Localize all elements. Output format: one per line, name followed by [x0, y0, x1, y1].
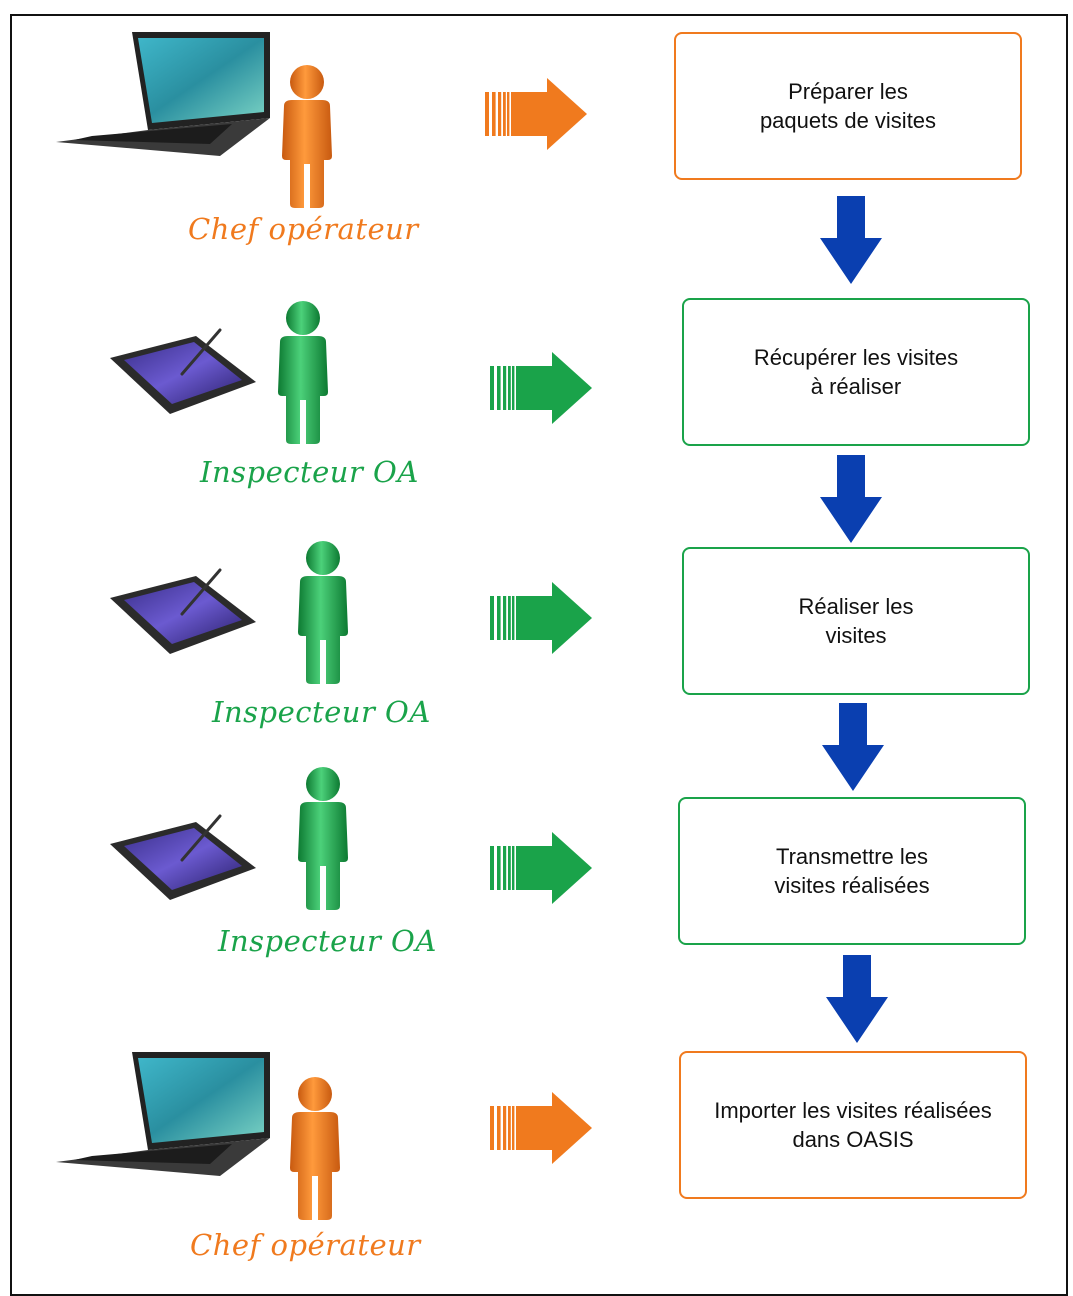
role-label: Inspecteur OA [218, 924, 437, 958]
person-icon [280, 1076, 350, 1224]
person-icon [288, 766, 358, 914]
right-arrow-icon [490, 1092, 594, 1168]
step-label: Récupérer les visites à réaliser [753, 345, 959, 399]
down-arrow-icon [822, 703, 884, 795]
right-arrow-icon [490, 352, 594, 428]
step-box: Préparer les paquets de visites [674, 32, 1022, 180]
step-box: Transmettre les visites réalisées [678, 797, 1026, 945]
down-arrow-icon [826, 955, 888, 1047]
step-label: Préparer les paquets de visites [759, 79, 937, 133]
step-label: Réaliser les visites [798, 594, 914, 648]
role-label: Chef opérateur [188, 212, 419, 246]
person-icon [288, 540, 358, 688]
right-arrow-icon [485, 78, 589, 154]
right-arrow-icon [490, 832, 594, 908]
tablet-icon [108, 808, 258, 908]
person-icon [268, 300, 338, 448]
step-box: Importer les visites réalisées dans OASI… [679, 1051, 1027, 1199]
laptop-icon [52, 30, 272, 162]
down-arrow-icon [820, 196, 882, 288]
down-arrow-icon [820, 455, 882, 547]
role-label: Inspecteur OA [200, 455, 419, 489]
step-box: Réaliser les visites [682, 547, 1030, 695]
role-label: Inspecteur OA [212, 695, 431, 729]
step-box: Récupérer les visites à réaliser [682, 298, 1030, 446]
tablet-icon [108, 322, 258, 422]
role-label: Chef opérateur [190, 1228, 421, 1262]
right-arrow-icon [490, 582, 594, 658]
laptop-icon [52, 1050, 272, 1182]
person-icon [272, 64, 342, 212]
step-label: Transmettre les visites réalisées [774, 844, 930, 898]
step-label: Importer les visites réalisées dans OASI… [714, 1098, 992, 1152]
tablet-icon [108, 562, 258, 662]
